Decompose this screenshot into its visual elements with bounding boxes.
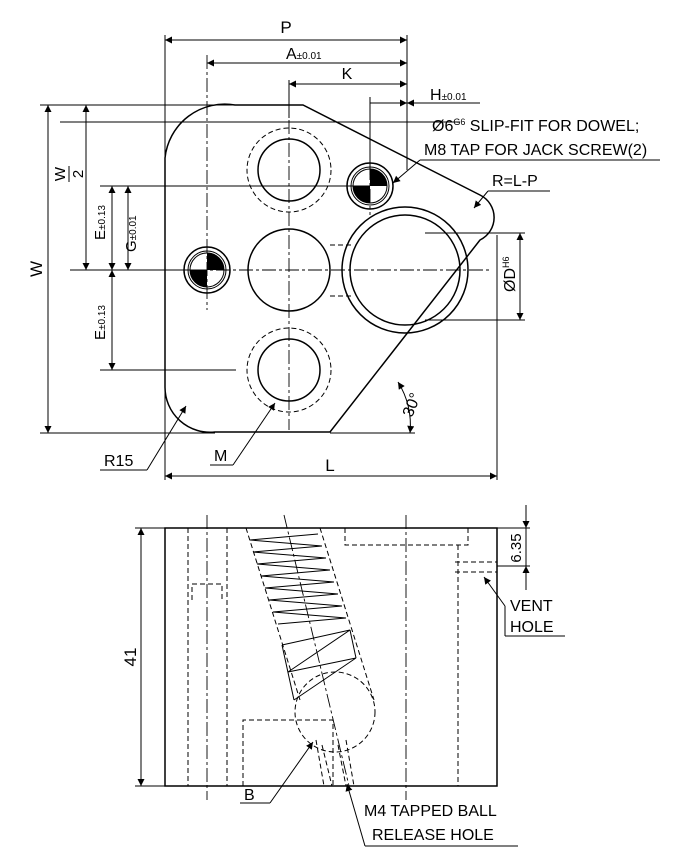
dim-E-upper-label: E±0.13 — [92, 205, 109, 240]
dim-41-label: 41 — [121, 648, 140, 667]
dim-W2-num: W — [52, 166, 69, 181]
dim-D-label: ØDH6 — [501, 256, 519, 292]
dim-6-35-label: 6.35 — [508, 533, 525, 562]
dim-R15-label: R15 — [104, 453, 133, 470]
dim-E-lower-label: E±0.13 — [92, 305, 109, 340]
dim-R-label: R=L-P — [492, 173, 538, 190]
note-dowel-line2: M8 TAP FOR JACK SCREW(2) — [424, 142, 647, 159]
lower-hole — [257, 338, 321, 402]
note-ball-line2: RELEASE HOLE — [372, 827, 494, 844]
dowel-marker-left — [183, 246, 231, 294]
top-view: P A±0.01 K H±0.01 Ø6G6 SLIP-FIT FOR DOWE… — [27, 18, 660, 480]
dim-M-label: M — [214, 448, 227, 465]
note-vent-line2: HOLE — [510, 619, 554, 636]
dim-W-label: W — [27, 261, 46, 277]
plate-outline — [164, 103, 495, 434]
lower-hole-tap — [246, 327, 332, 413]
dim-B-label: B — [244, 787, 255, 804]
dim-L-label: L — [325, 456, 334, 475]
dim-K-label: K — [342, 66, 353, 83]
dim-angle-label: 30° — [400, 391, 425, 420]
large-bore-outer — [341, 206, 469, 334]
note-ball-line1: M4 TAPPED BALL — [364, 803, 497, 820]
angled-thread-bore — [245, 514, 376, 791]
side-view: 41 6.35 VENT HOLE — [121, 505, 565, 847]
dim-W2-den: 2 — [70, 170, 87, 178]
large-bore-inner — [349, 214, 461, 326]
dowel-marker-right — [346, 162, 394, 210]
upper-hole — [257, 138, 321, 202]
upper-hole-tap — [246, 127, 332, 213]
side-outline — [164, 527, 498, 787]
dim-H-label: H±0.01 — [430, 87, 467, 104]
middle-hole — [247, 228, 331, 312]
note-vent-line1: VENT — [510, 598, 553, 615]
note-dowel-line1: Ø6G6 SLIP-FIT FOR DOWEL; — [432, 117, 639, 135]
dim-G-label: G±0.01 — [123, 215, 140, 252]
dim-P-label: P — [280, 18, 291, 37]
dim-A-label: A±0.01 — [286, 46, 322, 63]
